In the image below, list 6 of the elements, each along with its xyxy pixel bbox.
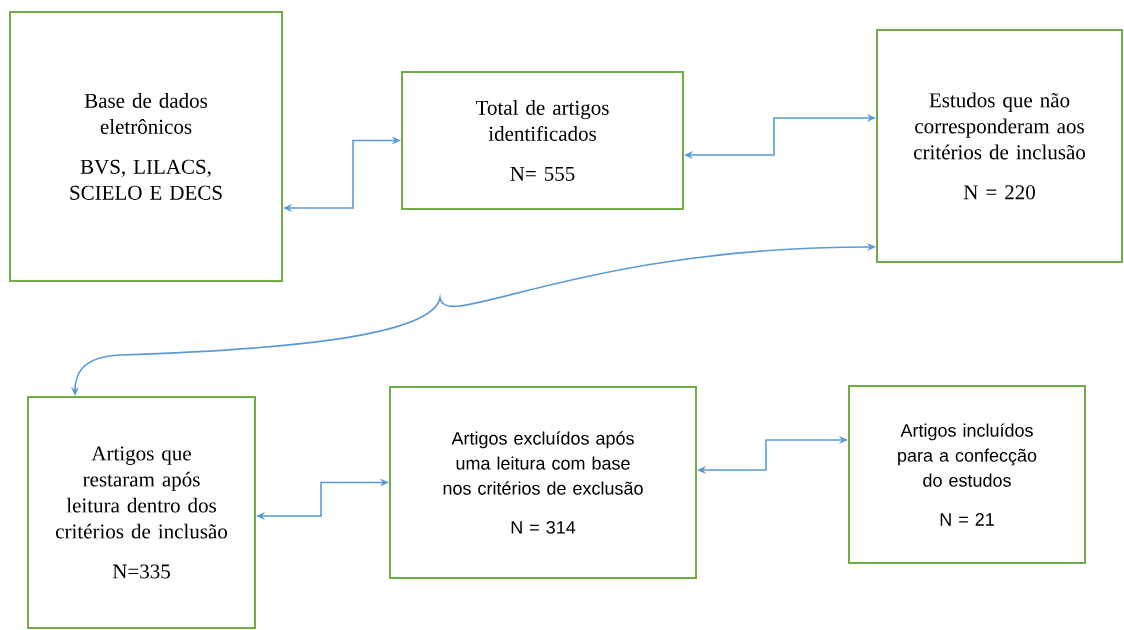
process-box: Estudos que não corresponderam aos critérios de inclusão N = 220: [876, 29, 1123, 263]
process-box: Artigos que restaram após leitura dentro dos critérios de inclusão N=335: [27, 396, 256, 629]
process-box: Base de dados eletrônicos BVS, LILACS, SCIELO E DECS: [9, 11, 283, 282]
process-box: Artigos excluídos após uma leitura com base nos critérios de exclusão N = 314: [389, 386, 697, 579]
process-box: Total de artigos identificados N= 555: [401, 71, 684, 210]
process-box: Artigos incluídos para a confecção do estudos N = 21: [848, 385, 1086, 564]
